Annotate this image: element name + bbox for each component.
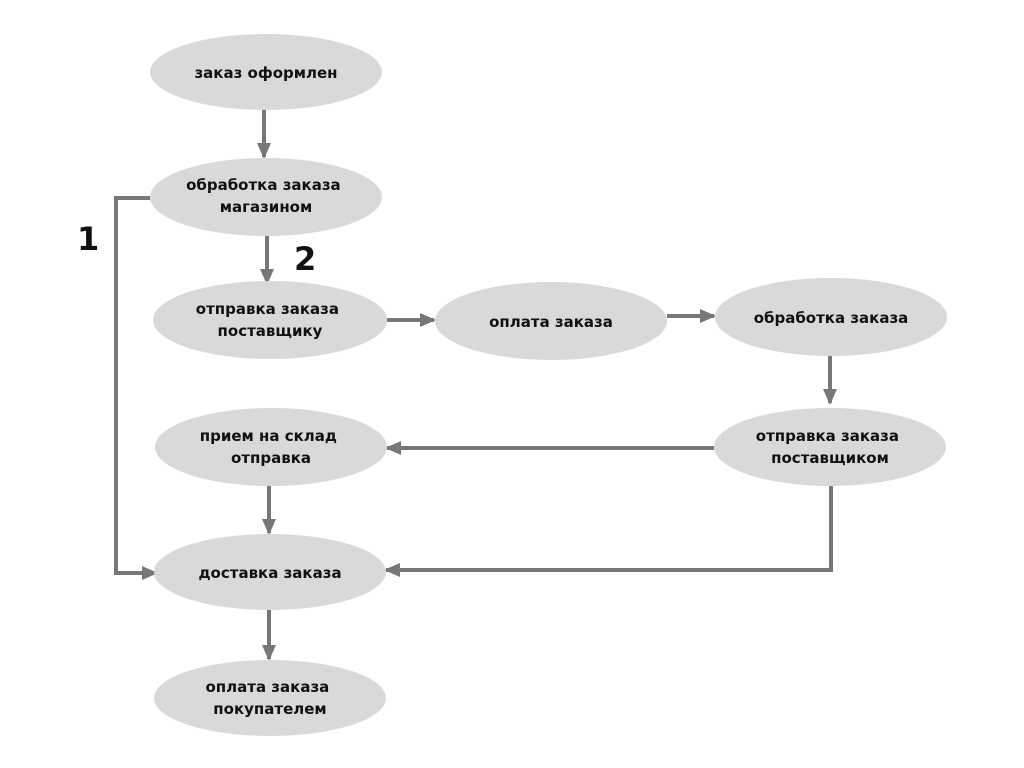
node-shape: [154, 534, 386, 610]
node-label-line: покупателем: [213, 700, 326, 718]
node-shape: [155, 408, 387, 486]
path-label-1: 1: [77, 220, 99, 258]
node-shape: [150, 158, 382, 236]
node-shape: [714, 408, 946, 486]
svg-text:обработка заказа: обработка заказа: [754, 309, 909, 327]
svg-text:обработка заказа магазин: обработка заказа магазином: [186, 176, 346, 216]
node-supplier-shipping: отправка заказа поставщиком: [714, 408, 946, 486]
node-label-line: поставщиком: [771, 449, 889, 467]
node-label-line: магазином: [220, 198, 313, 216]
node-label-line: прием на склад: [200, 427, 337, 445]
node-order-delivery: доставка заказа: [154, 534, 386, 610]
svg-text:заказ оформлен: заказ оформлен: [194, 64, 337, 82]
svg-text:отправка заказа поставщи: отправка заказа поставщику: [196, 300, 344, 340]
svg-text:отправка заказа поставщи: отправка заказа поставщиком: [756, 427, 904, 467]
edge-supplier-shipping-to-delivery: [384, 486, 833, 577]
node-label-line: отправка заказа: [756, 427, 899, 445]
node-label-line: поставщику: [218, 322, 323, 340]
node-label-line: заказ оформлен: [194, 64, 337, 82]
node-order-payment: оплата заказа: [435, 282, 667, 360]
node-send-to-supplier: отправка заказа поставщику: [153, 281, 387, 359]
path-label-2: 2: [294, 240, 316, 278]
node-warehouse-receipt: прием на склад отправка: [155, 408, 387, 486]
node-label-line: отправка: [231, 449, 311, 467]
node-store-processing: обработка заказа магазином: [150, 158, 382, 236]
node-shape: [435, 282, 667, 360]
node-label-line: оплата заказа: [205, 678, 329, 696]
node-shape: [154, 660, 386, 736]
node-label-line: отправка заказа: [196, 300, 339, 318]
svg-text:доставка заказа: доставка заказа: [198, 564, 341, 582]
node-label-line: доставка заказа: [198, 564, 341, 582]
edge-path-1-store-processing-to-delivery: [114, 196, 158, 580]
node-shape: [150, 34, 382, 110]
edges: [114, 110, 837, 661]
node-shape: [153, 281, 387, 359]
svg-text:оплата заказа: оплата заказа: [489, 313, 613, 331]
node-label-line: обработка заказа: [186, 176, 341, 194]
node-customer-payment: оплата заказа покупателем: [154, 660, 386, 736]
node-label-line: обработка заказа: [754, 309, 909, 327]
node-label-line: оплата заказа: [489, 313, 613, 331]
node-order-processing: обработка заказа: [715, 278, 947, 356]
svg-text:прием на склад отправка: прием на склад отправка: [200, 427, 343, 467]
node-shape: [715, 278, 947, 356]
node-order-placed: заказ оформлен: [150, 34, 382, 110]
svg-text:оплата заказа покупателе: оплата заказа покупателем: [205, 678, 334, 718]
